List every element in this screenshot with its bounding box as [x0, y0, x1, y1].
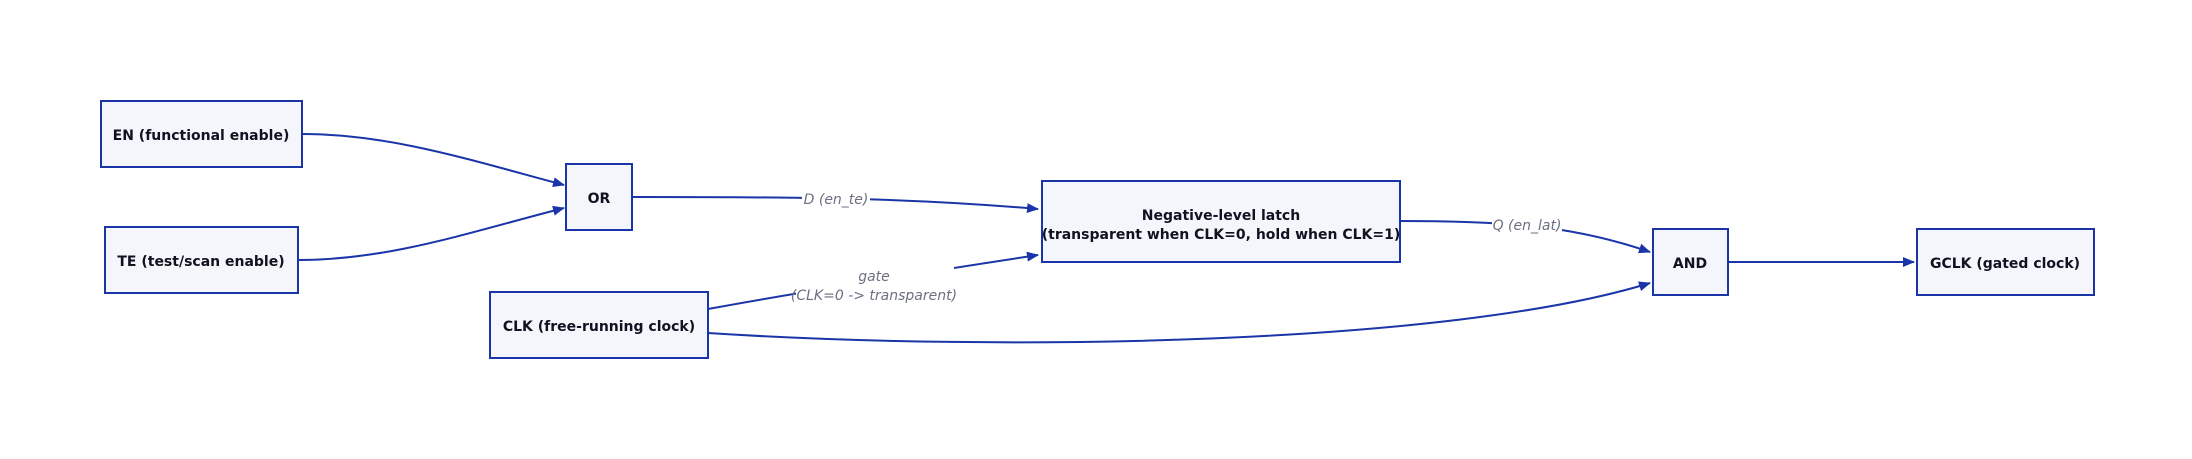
node-gclk[interactable]: GCLK (gated clock): [1916, 228, 2095, 296]
edge-te-to-or: [297, 205, 565, 261]
edge-en-to-or: [301, 133, 565, 188]
edge-label-gate-detail: (CLK=0 -> transparent): [791, 288, 957, 304]
edge-label-bg: [1492, 215, 1562, 235]
node-and-box: [1652, 228, 1729, 296]
edge-label-bg: [802, 189, 870, 209]
node-clk-label: CLK (free-running clock): [503, 319, 695, 335]
node-en-box: [100, 100, 303, 168]
edge-label-gate: gate: [858, 269, 890, 285]
node-and-label: AND: [1673, 256, 1707, 272]
node-clk-box: [489, 291, 709, 359]
node-latch-box: [1041, 180, 1401, 263]
node-or-box: [565, 163, 633, 231]
node-latch-label: Negative-level latch: [1142, 208, 1300, 224]
edge-label-bg: [796, 265, 954, 305]
node-te-label: TE (test/scan enable): [117, 254, 284, 270]
node-latch[interactable]: Negative-level latch (transparent when C…: [1041, 180, 1401, 263]
edge-label-d-en-te: D (en_te): [804, 192, 869, 208]
edge-labels: D (en_te) gate (CLK=0 -> transparent) Q …: [791, 189, 1562, 305]
node-or-label: OR: [588, 191, 611, 207]
node-or[interactable]: OR: [565, 163, 633, 231]
node-latch-sublabel: (transparent when CLK=0, hold when CLK=1…: [1042, 227, 1401, 243]
node-clk[interactable]: CLK (free-running clock): [489, 291, 709, 359]
node-te-box: [104, 226, 299, 294]
node-en-label: EN (functional enable): [113, 128, 290, 144]
node-and[interactable]: AND: [1652, 228, 1729, 296]
node-gclk-label: GCLK (gated clock): [1930, 256, 2080, 272]
node-te[interactable]: TE (test/scan enable): [104, 226, 299, 294]
edge-label-q-en-lat: Q (en_lat): [1493, 218, 1562, 234]
nodes: EN (functional enable) TE (test/scan ena…: [100, 100, 2095, 359]
node-en[interactable]: EN (functional enable): [100, 100, 303, 168]
edge-clk-to-and: [707, 281, 1651, 344]
node-gclk-box: [1916, 228, 2095, 296]
